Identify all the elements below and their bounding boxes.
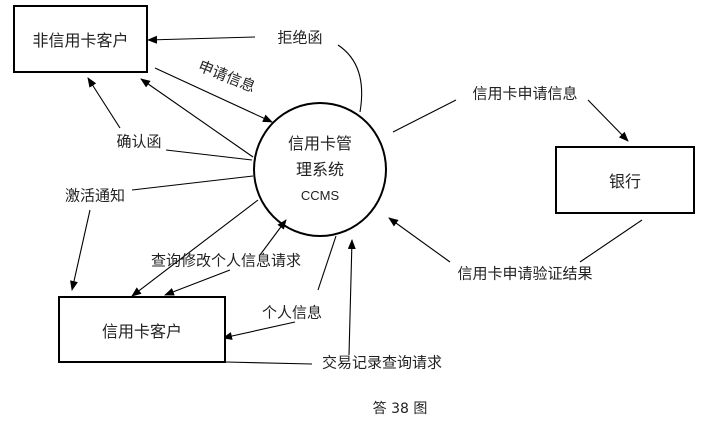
verification-line [579, 219, 643, 263]
process-name-line1: 信用卡管 [287, 133, 352, 153]
to-card-customer-arrow [131, 199, 259, 297]
flow-label-activation: 激活通知 [64, 186, 126, 205]
figure-caption: 答 38 图 [372, 401, 428, 417]
entity-label: 信用卡客户 [101, 321, 182, 341]
flow-label-personal-info: 个人信息 [261, 303, 323, 322]
rejection-arrow [147, 35, 256, 44]
non-card-customer-entity: 非信用卡客户 [13, 5, 148, 73]
flow-label-transaction-query: 交易记录查询请求 [321, 353, 443, 372]
application-info-arrow [154, 67, 273, 123]
verification-arrow [388, 217, 451, 263]
query-modify-return-arrow [164, 269, 231, 296]
personal-info-line [317, 235, 337, 291]
process-name-line2: 理系统 [295, 159, 344, 179]
card-application-arrow [587, 99, 629, 142]
transaction-query-line [225, 361, 313, 365]
flow-label-rejection: 拒绝函 [277, 28, 323, 47]
to-non-customer-arrow [140, 78, 254, 158]
confirmation-arrow [87, 77, 121, 129]
flow-label-card-application-info: 信用卡申请信息 [472, 84, 578, 103]
personal-info-arrow [222, 321, 296, 340]
activation-line [131, 175, 254, 191]
entity-label: 非信用卡客户 [32, 31, 129, 50]
flow-label-query-modify: 查询修改个人信息请求 [150, 251, 302, 270]
transaction-query-arrow [347, 239, 356, 356]
ccms-process: 信用卡管 理系统 CCMS [253, 102, 387, 237]
activation-arrow [70, 209, 91, 291]
query-modify-arrow [259, 219, 287, 256]
entity-label: 银行 [608, 172, 641, 191]
confirmation-line [165, 149, 253, 161]
card-customer-entity: 信用卡客户 [58, 296, 226, 363]
flow-label-verification-result: 信用卡申请验证结果 [457, 264, 593, 283]
rejection-curve [337, 44, 363, 113]
bank-entity: 银行 [555, 146, 695, 214]
card-application-line [392, 99, 457, 133]
process-abbr: CCMS [300, 187, 340, 203]
flow-label-confirmation: 确认函 [116, 132, 162, 151]
